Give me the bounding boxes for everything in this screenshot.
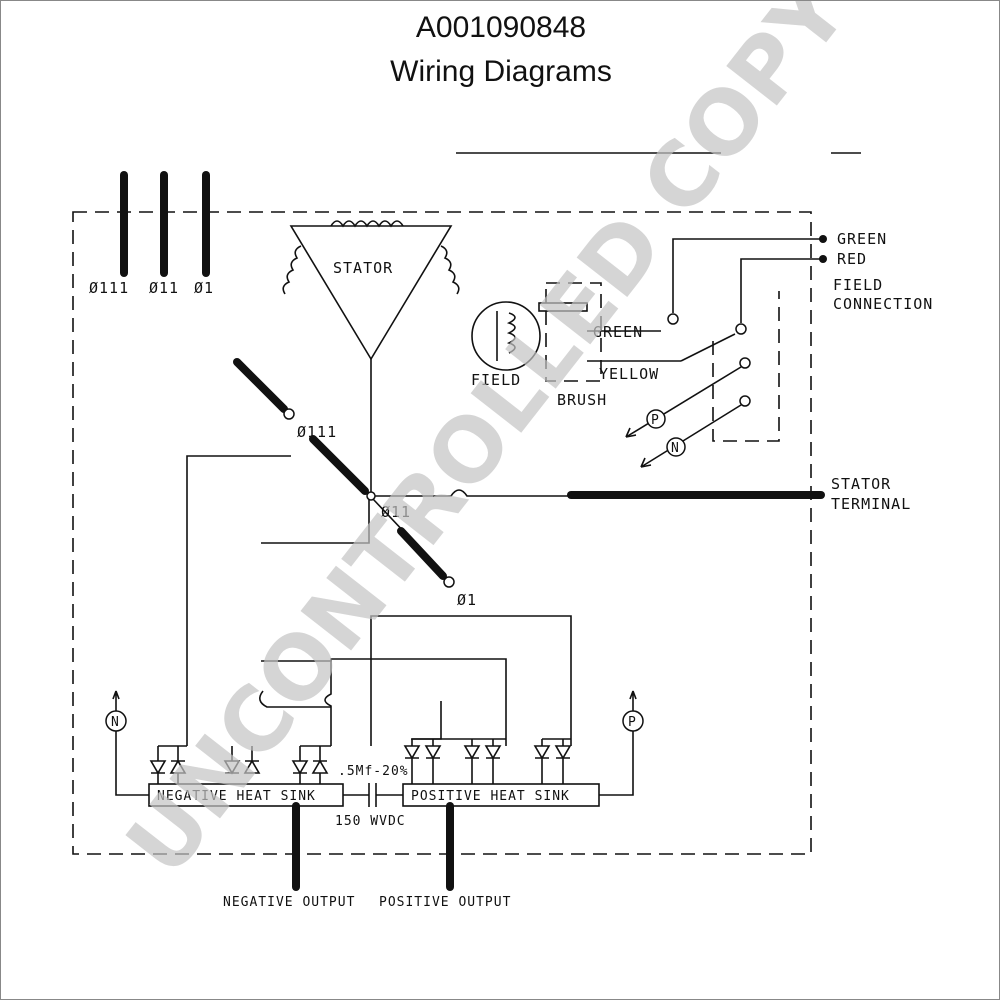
negative-terminal-label: N [111,715,120,730]
stator-terminal-label-2: TERMINAL [831,495,911,513]
p-lead-arrow [625,427,637,438]
positive-terminal-arrow [629,690,637,711]
positive-output-label: POSITIVE OUTPUT [379,895,511,910]
green-lead [672,238,821,313]
capacitor [343,783,403,807]
positive-diodes [403,738,572,784]
positive-terminal-wire [599,731,634,796]
stator-winding [282,220,460,361]
positive-terminal-label: P [628,715,637,730]
red-lead-dot [819,255,827,263]
p-lead-badge [646,409,666,429]
lead-label-c: Ø1 [457,591,477,609]
brush-label: BRUSH [557,391,607,409]
green-lead-terminal [667,313,679,325]
alternator-enclosure [72,211,812,855]
lead-phase-b [309,435,369,495]
n-lead-arrow [640,457,652,468]
n-lead-badge [666,437,686,457]
phase-label-a: Ø111 [89,279,129,297]
red-lead [740,258,821,323]
red-label: RED [837,250,867,268]
negative-heat-sink-label: NEGATIVE HEAT SINK [157,789,316,804]
field-label: FIELD [471,371,521,389]
regulator-contact-1 [680,333,736,362]
regulator-terminal-p [739,357,751,369]
lead-phase-c [397,527,447,580]
field-coil [471,301,541,371]
green-label: GREEN [837,230,887,248]
stator-terminal-label-1: STATOR [831,475,891,493]
negative-terminal-wire [115,731,149,796]
lead-phase-a [233,358,288,413]
lead-terminal-a [283,408,295,420]
n-lead-label: N [671,441,680,456]
negative-terminal-arrow [112,690,120,711]
uncontrolled-copy-watermark: UNCONTROLLED COPY [106,1,868,894]
field-connection-label-1: FIELD [833,276,883,294]
red-lead-terminal [735,323,747,335]
lead-label-b: Ø11 [381,503,411,521]
green-lead-dot [819,235,827,243]
negative-output-label: NEGATIVE OUTPUT [223,895,355,910]
brush-assembly [538,282,681,382]
rectifier-wiring [186,455,572,746]
capacitor-rating-label: .5Mf-20% [338,764,409,779]
field-connection-label-2: CONNECTION [833,295,933,313]
page-title: A001090848 [415,11,587,44]
stator-label: STATOR [333,259,393,277]
regulator-enclosure [712,291,780,442]
lead-label-a: Ø111 [297,423,337,441]
brush-green-label: GREEN [593,323,643,341]
lead-terminal-c [443,576,455,588]
brush-yellow-label: YELLOW [599,365,659,383]
stator-output-wire [375,489,571,497]
p-lead [625,366,742,438]
negative-diodes [149,745,331,784]
p-lead-label: P [651,413,660,428]
regulator-terminal-n [739,395,751,407]
positive-heat-sink-label: POSITIVE HEAT SINK [411,789,570,804]
page-subtitle: Wiring Diagrams [390,55,612,88]
capacitor-voltage-label: 150 WVDC [335,814,406,829]
phase-label-b: Ø11 [149,279,179,297]
n-lead [640,404,742,468]
phase-label-c: Ø1 [194,279,214,297]
